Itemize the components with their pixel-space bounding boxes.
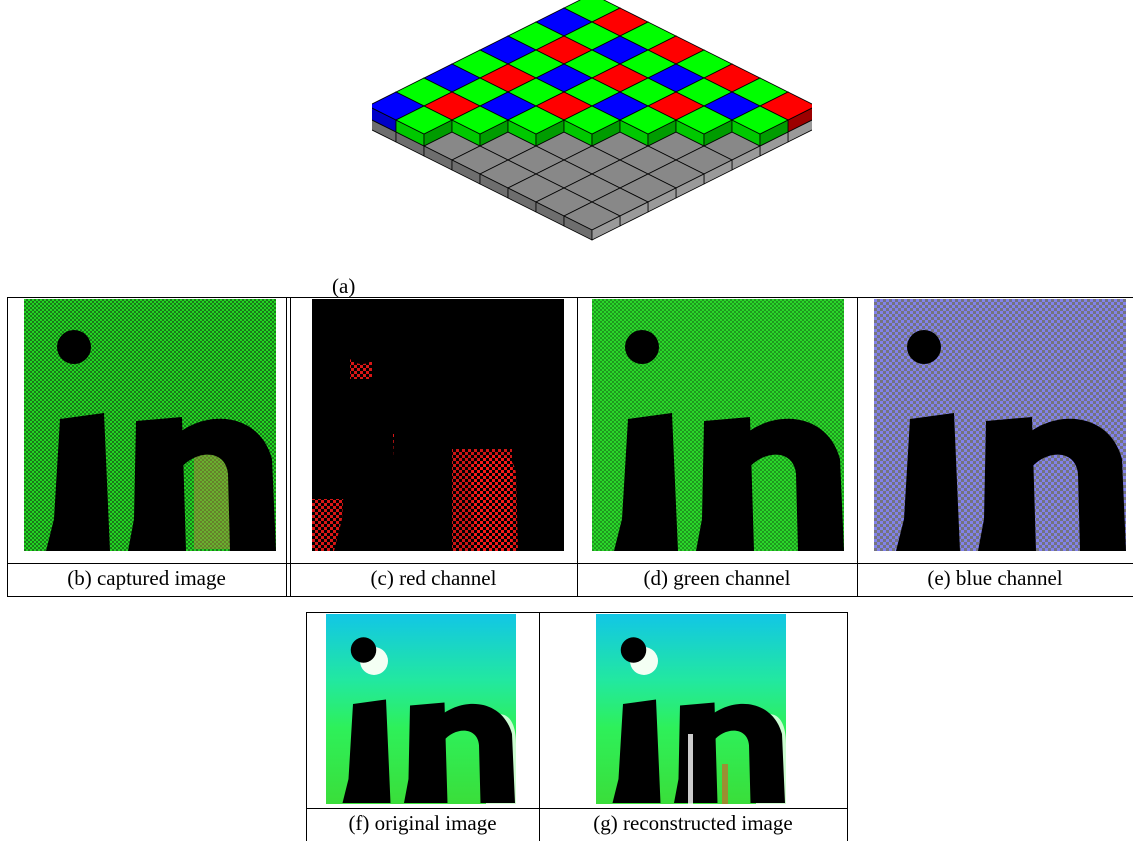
filter-cell: [731, 105, 789, 135]
photo-glyph: [612, 637, 785, 803]
caption-g: (g) reconstructed image: [593, 811, 793, 835]
caption-d: (d) green channel: [643, 566, 791, 590]
green-channel-image: [592, 299, 844, 551]
captured-image: [24, 299, 276, 551]
green-glyph: [614, 330, 844, 551]
original-image: [326, 614, 516, 804]
filter-cell: [675, 105, 733, 135]
reconstructed-image: [596, 614, 786, 804]
caption-c: (c) red channel: [370, 566, 497, 590]
caption-b: (b) captured image: [67, 566, 226, 590]
bayer-filter-svg: [372, 0, 812, 241]
blue-glyph: [896, 330, 1126, 551]
filter-cell: [563, 105, 621, 135]
sensor-side: [591, 215, 621, 241]
captured-glyph: [46, 330, 276, 551]
blue-channel-image: [874, 299, 1126, 551]
photo-glyph: [342, 637, 515, 803]
filter-cell: [395, 105, 453, 135]
caption-a: (a): [332, 274, 356, 298]
caption-f: (f) original image: [348, 811, 497, 835]
filter-cell: [451, 105, 509, 135]
filter-cell: [507, 105, 565, 135]
caption-e: (e) blue channel: [927, 566, 1063, 590]
bayer-filter-illustration: [372, 0, 812, 290]
filter-cell: [619, 105, 677, 135]
red-channel-image: [312, 299, 564, 551]
